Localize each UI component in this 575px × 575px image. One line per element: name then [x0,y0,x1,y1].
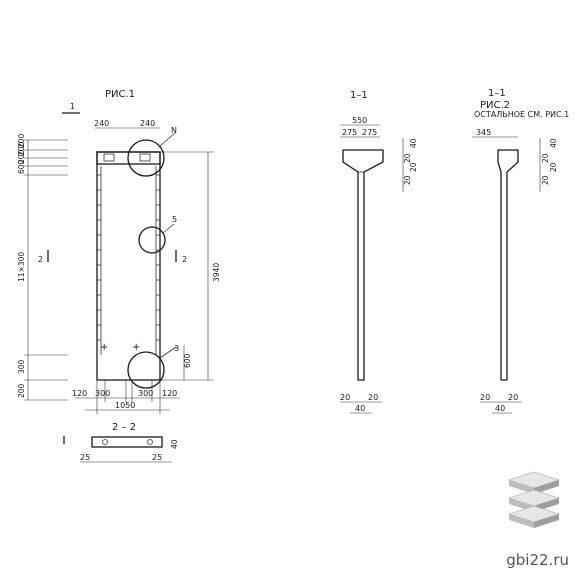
watermark-text[interactable]: gbi22.ru [506,551,569,569]
left-ribs [97,174,101,341]
node-circle-n [127,139,165,177]
right-dim-total: 3940 [212,263,221,282]
section-2-2-outline [91,436,163,448]
section-2-2-bar-left [102,439,108,445]
figure-1-title: РИС.1 [105,89,135,100]
section-2-2-dim-left: 25 [80,453,90,462]
figure-2-bottom-dim-left: 20 [480,393,490,402]
section-2-2-title: 2 – 2 [112,422,136,433]
section-1-1-bottom-dim-right: 20 [368,393,378,402]
section-1-1-top-width: 550 [352,116,367,125]
top-dim-right: 240 [140,119,155,128]
section-2-2-dim-right: 25 [152,453,162,462]
top-embed-left [103,153,115,162]
figure-2-right-dim-4: 20 [541,175,550,185]
bottom-dim-4: 120 [162,389,177,398]
top-embed-right [139,153,151,162]
section-1-1-title: 1–1 [350,90,368,101]
section-1-1-bottom-total: 40 [355,404,365,413]
section-2-2-dim-height: 40 [170,439,179,449]
figure-2-right-dim-2: 20 [541,153,550,163]
section-mark-1-top-label: 1 [70,102,75,111]
node-circle-5 [138,226,166,254]
bottom-dim-2: 300 [95,389,110,398]
node-n-leader [159,132,176,147]
section-mark-2-left-label: 2 [38,255,43,264]
left-dim-bottom-1: 300 [17,359,26,374]
section-1-1-profile [342,149,384,381]
slab-stack-logo-icon [508,471,560,528]
top-dim-left: 240 [94,119,109,128]
section-1-1-half-left: 275 [342,128,357,137]
figure-2-subtitle: ОСТАЛЬНОЕ СМ. РИС.1 [474,110,569,119]
left-dim-top-2: 200 [17,149,26,164]
node-5-label: 5 [172,215,177,224]
left-dim-bottom-2: 200 [17,383,26,398]
node-5-leader [162,223,175,234]
section-1-1-right-dim-4: 20 [403,175,412,185]
section-1-1-right-dim-3: 20 [409,162,418,172]
section-2-2: 2 – 2 25 25 40 [63,422,179,463]
node-3-label: 3 [174,344,179,353]
section-mark-2-right-label: 2 [182,255,187,264]
section-2-2-bar-right [147,439,153,445]
section-1-1-half-right: 275 [362,128,377,137]
bottom-dim-3: 300 [138,389,153,398]
left-dim-top-4: 200 [17,133,26,148]
figure-2-bottom-dim-right: 20 [508,393,518,402]
figure-2-title: РИС.2 [480,100,510,111]
figure-2-section-title: 1–1 [488,88,506,99]
plus-mark-right: + [132,342,140,353]
figure-2: 1–1 РИС.2 ОСТАЛЬНОЕ СМ. РИС.1 345 40 20 … [472,88,569,414]
figure-2-right-dim-1: 40 [549,138,558,148]
left-dim-top-1: 600 [17,159,26,174]
section-1-1-bottom-dim-left: 20 [340,393,350,402]
left-dim-middle: 11×300 [17,252,26,282]
node-circle-3 [127,351,165,389]
figure-2-bottom-total: 40 [495,404,505,413]
section-1-1-right-dim-1: 40 [409,138,418,148]
bottom-total: 1050 [115,401,135,410]
section-1-1: 1–1 550 275 275 40 20 20 20 20 20 40 [340,90,418,414]
figure-2-top-width: 345 [476,128,491,137]
figure-1: РИС.1 1 240 240 + + N 5 [17,89,221,414]
figure-2-profile [497,149,519,381]
node-n-label: N [171,126,177,135]
right-ribs [156,174,160,341]
plus-mark-left: + [100,342,108,353]
left-ext-lines [24,139,68,401]
left-dim-top-3: 200 [17,141,26,156]
section-1-1-right-dim-2: 20 [403,153,412,163]
right-dim-bottom: 600 [183,353,192,368]
bottom-dim-1: 120 [72,389,87,398]
node-3-leader [159,346,177,359]
figure-2-right-dim-3: 20 [549,162,558,172]
